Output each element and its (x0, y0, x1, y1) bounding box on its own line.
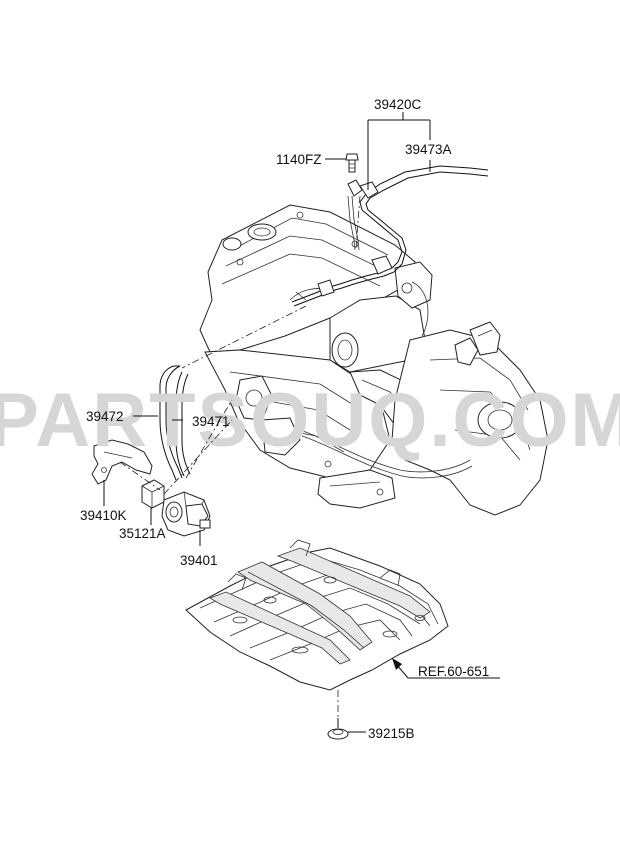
bolt-1140fz (345, 153, 359, 173)
watermark-text: PARTSOUQ.COM (0, 378, 620, 463)
sensor-35121a (141, 479, 165, 509)
label-35121a: 35121A (119, 526, 166, 541)
label-ref-60-651: REF.60-651 (418, 664, 489, 679)
label-39410k: 39410K (80, 508, 127, 523)
label-39471: 39471 (192, 414, 230, 429)
hose-39472-39471 (159, 365, 191, 481)
label-39215b: 39215B (368, 726, 415, 741)
engine-assembly (199, 204, 549, 516)
label-1140fz: 1140FZ (276, 152, 322, 167)
plug-39215b (327, 728, 349, 740)
label-39401: 39401 (180, 553, 218, 568)
label-39472: 39472 (86, 409, 124, 424)
valve-39401 (161, 491, 211, 537)
bracket-39410k (91, 439, 153, 485)
floor-pan (185, 539, 449, 691)
part-labels: 39420C 39473A 1140FZ 39472 39471 39410K … (80, 97, 489, 741)
label-39420c: 39420C (374, 97, 422, 112)
vacuum-hose-assembly (291, 165, 489, 307)
label-39473a: 39473A (405, 142, 452, 157)
leader-lines (103, 112, 500, 733)
